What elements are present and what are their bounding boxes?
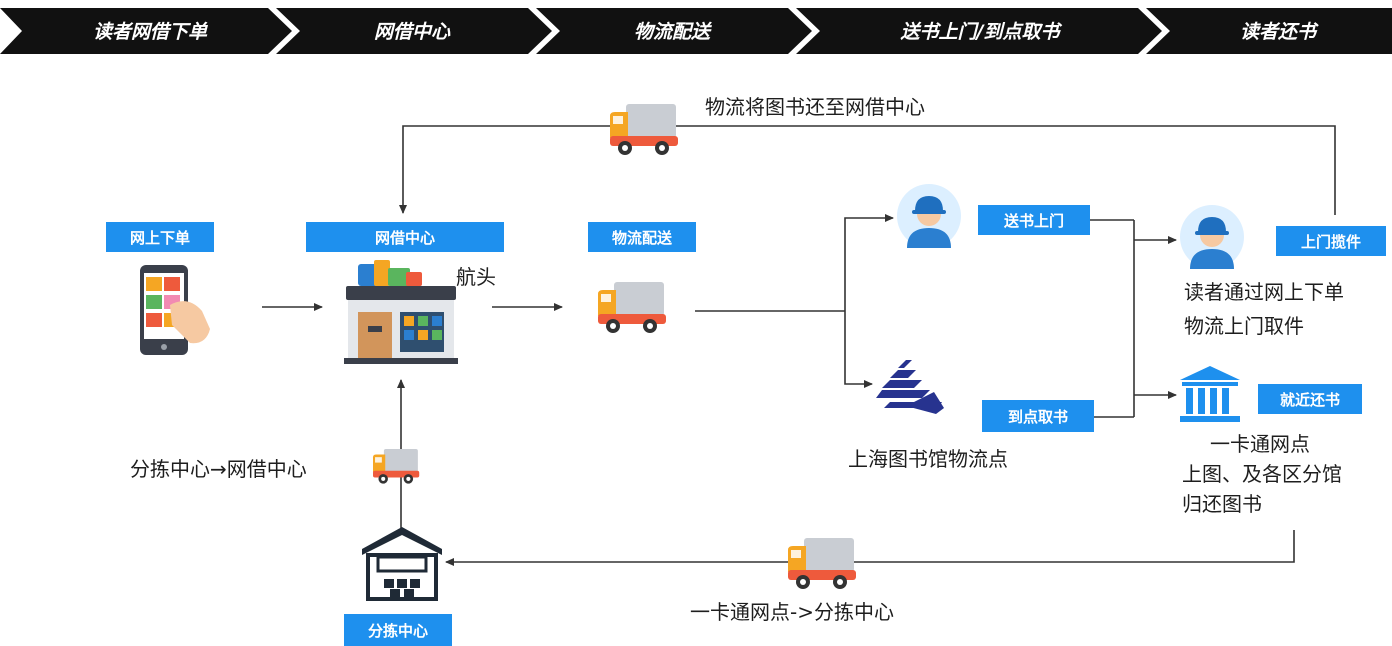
arrow-to-library: [844, 311, 873, 388]
truck-icon-logistics: [598, 282, 666, 333]
library-logo-icon: [876, 360, 944, 414]
return-books-label: 归还图书: [1182, 492, 1262, 516]
stage-3-label: 物流配送: [634, 21, 712, 43]
network-to-sorting-label: 一卡通网点->分拣中心: [690, 600, 894, 624]
tag-door-delivery: 送书上门: [978, 205, 1090, 235]
stage-2-chevron: [276, 8, 552, 54]
stage-3-chevron: [536, 8, 812, 54]
bank-building-icon: [1180, 366, 1240, 422]
tag-door-pickup: 上门揽件: [1276, 226, 1386, 256]
tag-sorting-center: 分拣中心: [344, 614, 452, 646]
stage-4-label: 送书上门/到点取书: [900, 21, 1063, 43]
phone-order-icon: [140, 265, 210, 355]
sorting-warehouse-icon: [362, 527, 442, 601]
reader-online-line2: 物流上门取件: [1184, 314, 1304, 338]
truck-icon-sorting: [373, 449, 420, 484]
stage-5-chevron: [1146, 8, 1392, 54]
card-network-label: 一卡通网点: [1210, 432, 1310, 456]
sorting-to-center-label: 分拣中心→网借中心: [130, 457, 307, 481]
stage-1-label: 读者网借下单: [93, 21, 208, 43]
tag-logistics: 物流配送: [588, 222, 696, 252]
shanghai-library-point-label: 上海图书馆物流点: [848, 447, 1008, 471]
return-loop-line: [399, 125, 1336, 215]
stage-2-label: 网借中心: [374, 21, 451, 43]
branch-libraries-label: 上图、及各区分馆: [1182, 462, 1342, 486]
stage-4-chevron: [796, 8, 1162, 54]
tag-nearby-return: 就近还书: [1258, 384, 1362, 414]
tag-pickup-point: 到点取书: [982, 400, 1094, 432]
truck-icon-bottom: [788, 538, 856, 589]
tag-online-order: 网上下单: [106, 222, 214, 252]
truck-icon-return: [610, 104, 678, 155]
arrow-to-courier: [844, 214, 894, 311]
bottom-return-line: [445, 530, 1295, 566]
warehouse-store-icon: [344, 260, 458, 364]
return-to-center-label: 物流将图书还至网借中心: [705, 95, 925, 119]
reader-online-line1: 读者通过网上下单: [1184, 280, 1344, 304]
reader-avatar-icon: [1180, 205, 1244, 269]
tag-lending-center: 网借中心: [306, 222, 504, 252]
courier-avatar-icon: [897, 184, 961, 248]
connectors: [262, 125, 1336, 566]
stage-5-label: 读者还书: [1240, 21, 1319, 43]
stage-bar: 读者网借下单 网借中心 物流配送 送书上门/到点取书 读者还书: [0, 8, 1392, 54]
stage-1-chevron: [0, 8, 292, 54]
hangtou-label: 航头: [456, 265, 496, 289]
